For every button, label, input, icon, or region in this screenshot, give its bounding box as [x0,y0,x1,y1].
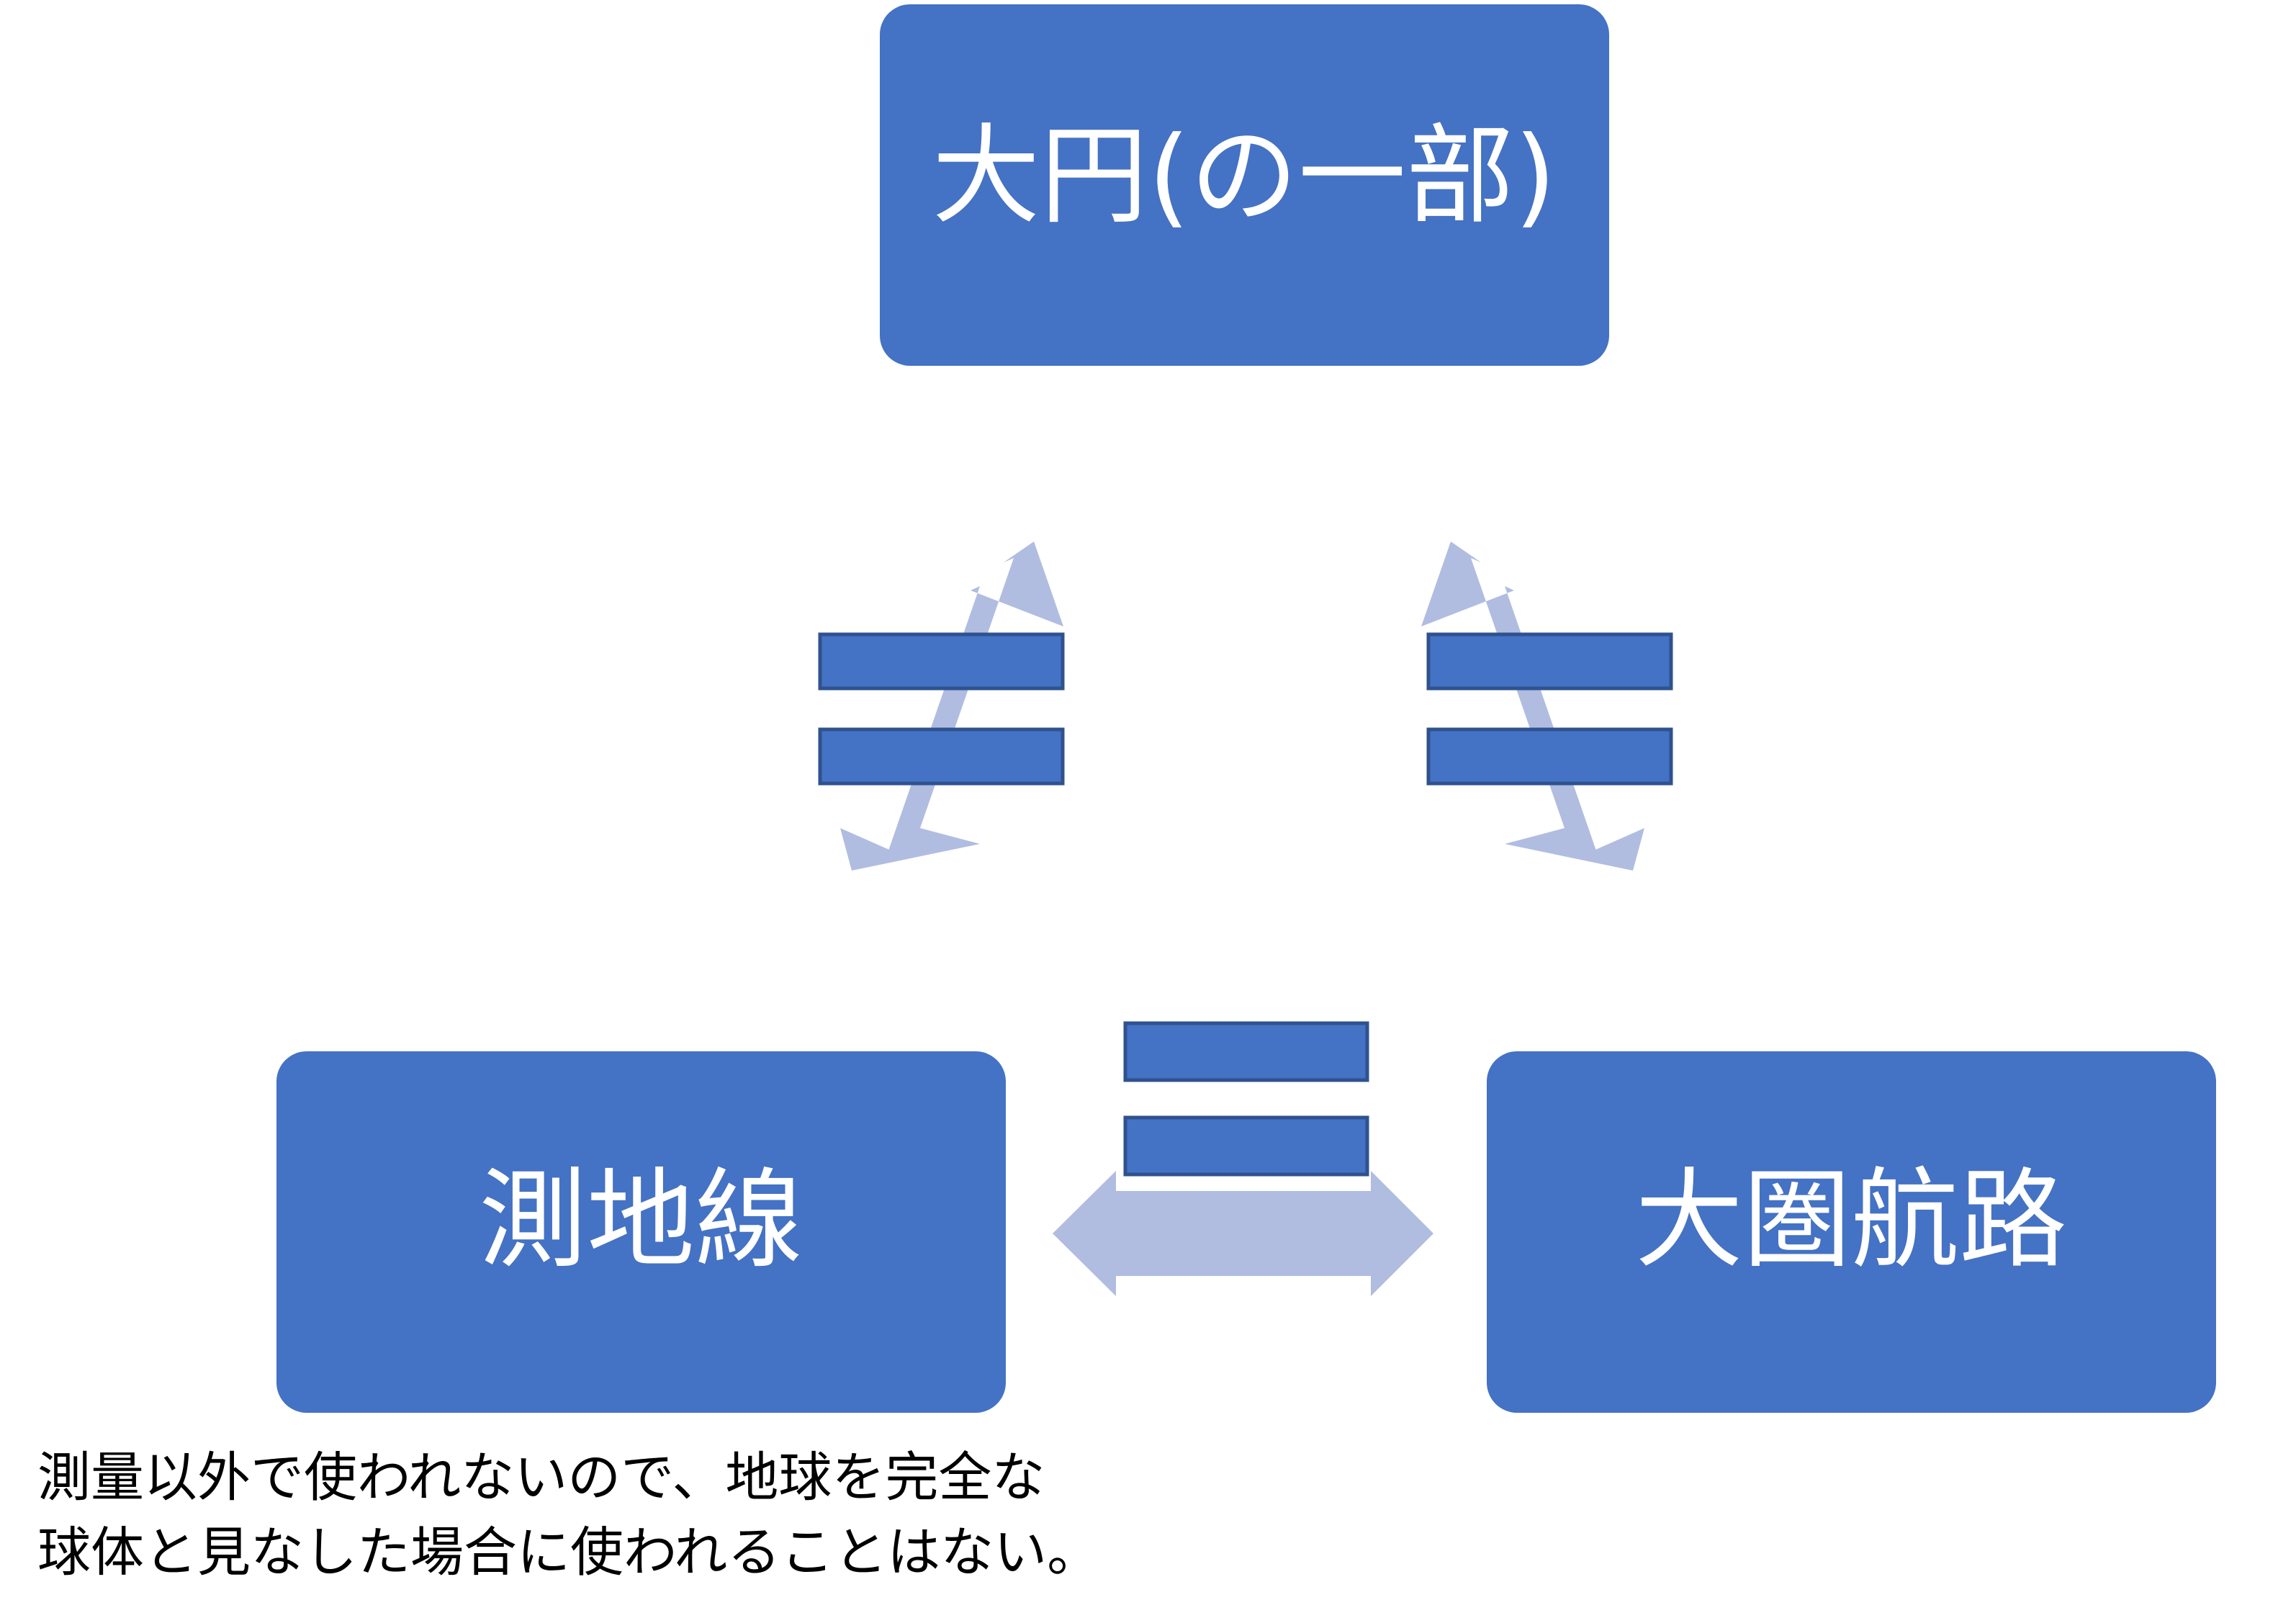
equals-bar [1426,727,1673,786]
node-geodesic: 測地線 [276,1051,1006,1413]
equals-bar [1123,1115,1369,1177]
equals-bar [818,632,1065,691]
node-great-circle-route: 大圏航路 [1487,1051,2216,1413]
arrow-right-diagonal [1421,541,1644,871]
footnote-line-2: 球体と見なした場合に使われることはない。 [37,1522,1101,1583]
node-great-circle-label: 大円(の一部) [932,114,1556,239]
equals-sign-right [1426,632,1673,786]
footnote-line-1: 測量以外で使われないので、地球を完全な [37,1447,1045,1509]
footnote: 測量以外で使われないので、地球を完全な 球体と見なした場合に使われることはない。 [37,1440,1100,1590]
node-great-circle-route-label: 大圏航路 [1635,1158,2067,1283]
arrow-left-diagonal [840,541,1063,871]
arrow-horizontal [1053,1171,1433,1296]
equals-bar [818,727,1065,786]
equals-bar [1426,632,1673,691]
equals-bar [1123,1021,1369,1082]
node-great-circle: 大円(の一部) [880,4,1609,366]
node-geodesic-label: 測地線 [479,1158,803,1283]
equals-sign-left [818,632,1065,786]
equals-sign-bottom [1123,1021,1369,1177]
